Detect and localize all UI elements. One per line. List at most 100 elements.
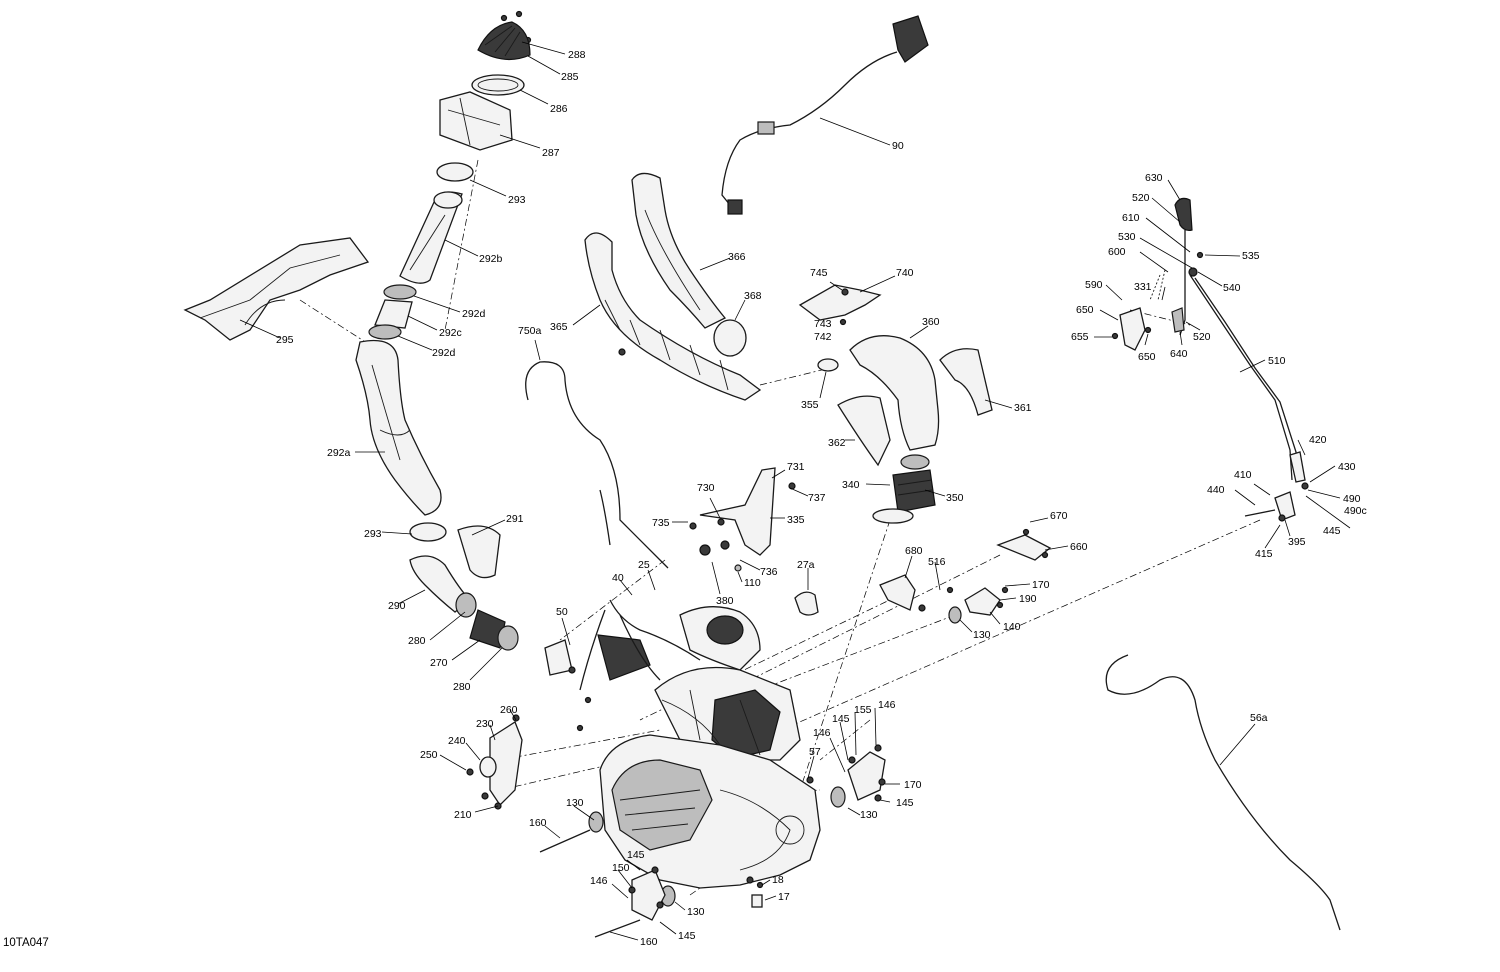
air-box-360-group — [798, 284, 993, 524]
callout-label: 660 — [1070, 541, 1088, 553]
callout-label: 290 — [388, 600, 406, 612]
callout-label: 740 — [896, 267, 914, 279]
callout-label: 210 — [454, 809, 472, 821]
callout-label: 737 — [808, 492, 826, 504]
callout-label: 155 — [854, 704, 872, 716]
callout-label: 520 — [1132, 192, 1150, 204]
callout-label: 743 — [814, 318, 832, 330]
callout-label: 445 — [1323, 525, 1341, 537]
callout-label: 610 — [1122, 212, 1140, 224]
callout-label: 731 — [787, 461, 805, 473]
callout-label: 395 — [1288, 536, 1306, 548]
shift-linkage-group — [1111, 197, 1309, 522]
callout-label: 535 — [1242, 250, 1260, 262]
callout-label: 750a — [518, 325, 542, 337]
callout-label: 350 — [946, 492, 964, 504]
callout-label: 368 — [744, 290, 762, 302]
callout-label: 360 — [922, 316, 940, 328]
callout-label: 140 — [1003, 621, 1021, 633]
callout-label: 415 — [1255, 548, 1273, 560]
callout-label: 490c — [1344, 505, 1367, 517]
diagram-reference-id: 10TA047 — [3, 937, 49, 949]
callout-label: 270 — [430, 657, 448, 669]
air-intake-assembly — [183, 10, 532, 651]
hose-56a — [1105, 654, 1341, 931]
callout-label: 146 — [813, 727, 831, 739]
callout-label: 160 — [640, 936, 658, 948]
callout-label: 292c — [439, 327, 462, 339]
callout-label: 286 — [550, 103, 568, 115]
callout-label: 680 — [905, 545, 923, 557]
callout-label: 335 — [787, 514, 805, 526]
callout-label: 240 — [448, 735, 466, 747]
mount-bracket-right-group — [879, 528, 1052, 624]
callout-label: 25 — [638, 559, 650, 571]
callout-label: 146 — [878, 699, 896, 711]
callout-label: 190 — [1019, 593, 1037, 605]
callout-label: 430 — [1338, 461, 1356, 473]
callout-label: 145 — [678, 930, 696, 942]
callout-label: 331 — [1134, 281, 1152, 293]
callout-label: 170 — [904, 779, 922, 791]
callout-label: 600 — [1108, 246, 1126, 258]
callout-labels: 288 285 286 287 293 292b 292d 292c 292d … — [276, 49, 1367, 948]
duct-365-366 — [584, 172, 762, 401]
callout-label: 730 — [697, 482, 715, 494]
callout-label: 590 — [1085, 279, 1103, 291]
callout-label: 230 — [476, 718, 494, 730]
callout-label: 291 — [506, 513, 524, 525]
callout-label: 380 — [716, 595, 734, 607]
callout-label: 170 — [1032, 579, 1050, 591]
callout-label: 742 — [814, 331, 832, 343]
callout-label: 288 — [568, 49, 586, 61]
callout-label: 293 — [364, 528, 382, 540]
callout-label: 292d — [462, 308, 486, 320]
callout-label: 630 — [1145, 172, 1163, 184]
callout-label: 745 — [810, 267, 828, 279]
callout-label: 130 — [860, 809, 878, 821]
callout-label: 640 — [1170, 348, 1188, 360]
callout-label: 280 — [408, 635, 426, 647]
callout-label: 670 — [1050, 510, 1068, 522]
callout-label: 736 — [760, 566, 778, 578]
callout-label: 17 — [778, 891, 790, 903]
callout-label: 530 — [1118, 231, 1136, 243]
callout-label: 355 — [801, 399, 819, 411]
callout-label: 362 — [828, 437, 846, 449]
callout-label: 287 — [542, 147, 560, 159]
callout-label: 735 — [652, 517, 670, 529]
bracket-730-group — [689, 467, 819, 616]
callout-label: 365 — [550, 321, 568, 333]
callout-label: 440 — [1207, 484, 1225, 496]
callout-label: 292d — [432, 347, 456, 359]
callout-label: 130 — [566, 797, 584, 809]
callout-label: 110 — [744, 577, 761, 589]
callout-label: 410 — [1234, 469, 1252, 481]
callout-label: 285 — [561, 71, 579, 83]
callout-label: 650 — [1076, 304, 1094, 316]
callout-label: 145 — [896, 797, 914, 809]
hose-750a — [525, 361, 669, 569]
callout-label: 90 — [892, 140, 904, 152]
callout-label: 145 — [832, 713, 850, 725]
callout-label: 516 — [928, 556, 946, 568]
engine-assembly — [466, 599, 886, 938]
callout-label: 280 — [453, 681, 471, 693]
callout-label: 150 — [612, 862, 630, 874]
callout-label: 490 — [1343, 493, 1361, 505]
callout-label: 292b — [479, 253, 503, 265]
callout-label: 295 — [276, 334, 294, 346]
callout-label: 540 — [1223, 282, 1241, 294]
callout-label: 27a — [797, 559, 815, 571]
callout-label: 40 — [612, 572, 624, 584]
callout-label: 260 — [500, 704, 518, 716]
callout-label: 366 — [728, 251, 746, 263]
callout-label: 510 — [1268, 355, 1286, 367]
callout-label: 130 — [687, 906, 705, 918]
callout-label: 57 — [809, 746, 821, 758]
callout-label: 250 — [420, 749, 438, 761]
wiring-harness-90 — [721, 15, 929, 215]
callout-label: 293 — [508, 194, 526, 206]
callout-label: 655 — [1071, 331, 1089, 343]
